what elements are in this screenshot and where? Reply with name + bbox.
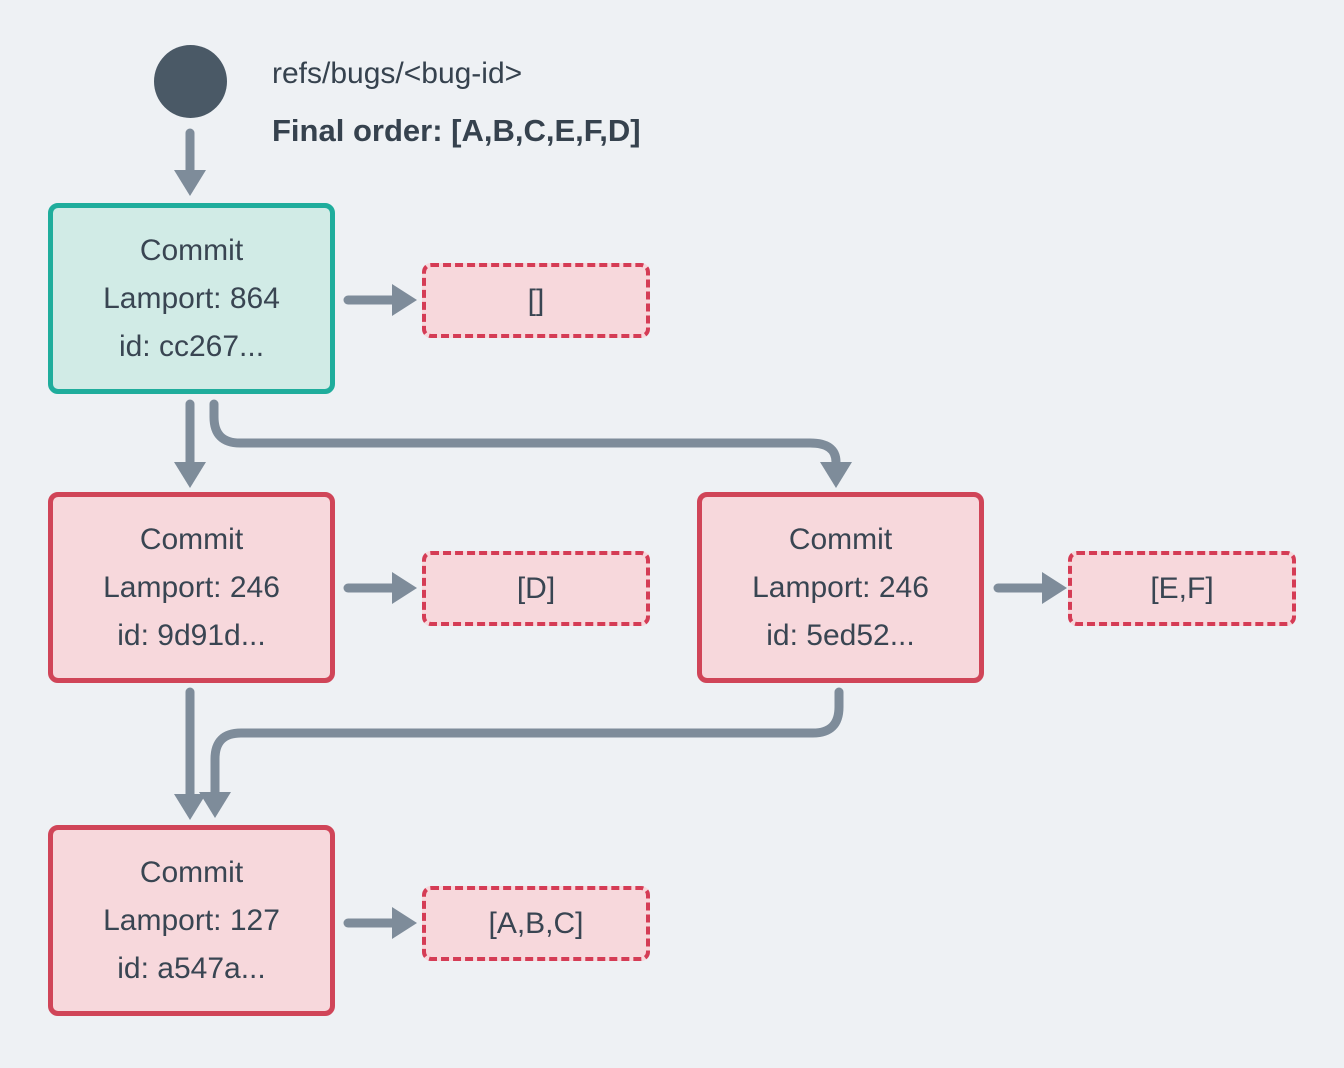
edge-commit-5ed52-to-commit-a547a: [199, 687, 844, 818]
arrow-ref-to-head-commit: [174, 128, 206, 196]
commit-id: id: a547a...: [117, 951, 266, 985]
ops-value: [A,B,C]: [488, 906, 584, 940]
commit-id: id: cc267...: [118, 329, 265, 363]
ops-value: [D]: [516, 571, 556, 605]
commit-title: Commit: [139, 522, 244, 556]
commit-lamport: Lamport: 246: [103, 570, 280, 604]
arrow-commit-a547a-to-ops-abc: [343, 907, 417, 939]
commit-node-a547a: Commit Lamport: 127 id: a547a...: [48, 825, 335, 1016]
final-order-label: Final order: [A,B,C,E,F,D]: [272, 113, 641, 148]
commit-lamport: Lamport: 864: [103, 281, 280, 315]
ops-box-abc: [A,B,C]: [422, 886, 650, 961]
commit-lamport: Lamport: 127: [103, 903, 280, 937]
ops-value: [E,F]: [1150, 571, 1214, 605]
commit-title: Commit: [139, 233, 244, 267]
commit-node-9d91d: Commit Lamport: 246 id: 9d91d...: [48, 492, 335, 683]
arrow-commit-9d91d-to-ops-d: [343, 572, 417, 604]
commit-title: Commit: [139, 855, 244, 889]
edge-head-commit-to-commit-9d91d: [174, 399, 206, 488]
ops-value: []: [527, 283, 545, 317]
commit-id: id: 9d91d...: [117, 618, 266, 652]
commit-lamport: Lamport: 246: [752, 570, 929, 604]
commit-node-cc267: Commit Lamport: 864 id: cc267...: [48, 203, 335, 394]
commit-id: id: 5ed52...: [766, 618, 915, 652]
arrow-head-commit-to-empty-ops: [343, 284, 417, 316]
ops-box-d: [D]: [422, 551, 650, 626]
ops-box-empty: []: [422, 263, 650, 338]
ops-box-ef: [E,F]: [1068, 551, 1296, 626]
ref-name-label: refs/bugs/<bug-id>: [272, 57, 523, 90]
arrow-commit-5ed52-to-ops-ef: [993, 572, 1067, 604]
ref-head-dot: [154, 45, 227, 118]
edge-commit-9d91d-to-commit-a547a: [174, 687, 206, 820]
commit-title: Commit: [788, 522, 893, 556]
commit-node-5ed52: Commit Lamport: 246 id: 5ed52...: [697, 492, 984, 683]
edge-head-commit-to-commit-5ed52: [209, 399, 852, 488]
